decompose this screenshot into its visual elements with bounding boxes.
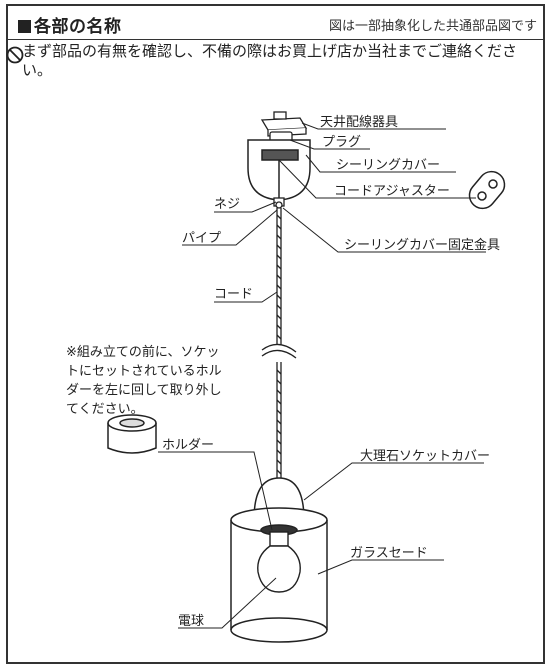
label-holder: ホルダー <box>162 438 214 453</box>
label-screw: ネジ <box>214 197 240 212</box>
cover-bracket-part <box>273 197 285 209</box>
label-cord: コード <box>214 287 253 302</box>
prohibition-icon <box>6 46 24 64</box>
section-title-text: 各部の名称 <box>34 17 122 37</box>
label-glass-shade: ガラスセード <box>350 546 428 561</box>
label-ceiling-mount: 天井配線器具 <box>320 114 398 130</box>
assembly-note: ※組み立ての前に、ソケットにセットされているホルダーを左に回して取り外してくださ… <box>66 345 222 417</box>
label-bulb: 電球 <box>178 614 204 629</box>
ceiling-cover-part <box>247 139 311 201</box>
section-title: 各部の名称 <box>18 12 122 37</box>
warning-text: まず部品の有無を確認し、不備の際はお買上げ店か当社までご連絡ください。 <box>22 42 518 79</box>
label-cover-bracket: シーリングカバー固定金具 <box>344 237 500 253</box>
header-bar: 各部の名称 図は一部抽象化した共通部品図です <box>8 6 543 40</box>
label-ceiling-cover: シーリングカバー <box>336 158 440 173</box>
bulb-part <box>257 531 301 593</box>
section-subtitle: 図は一部抽象化した共通部品図です <box>328 19 537 34</box>
label-plug: プラグ <box>322 135 361 150</box>
square-bullet-icon <box>18 20 31 33</box>
label-pipe: パイプ <box>182 231 221 246</box>
cord-part <box>261 208 297 478</box>
label-marble-cover: 大理石ソケットカバー <box>360 449 490 464</box>
cord-adjuster-part <box>468 170 506 210</box>
label-cord-adjuster: コードアジャスター <box>334 184 450 199</box>
leader-lines <box>158 122 486 629</box>
holder-part <box>107 414 157 454</box>
